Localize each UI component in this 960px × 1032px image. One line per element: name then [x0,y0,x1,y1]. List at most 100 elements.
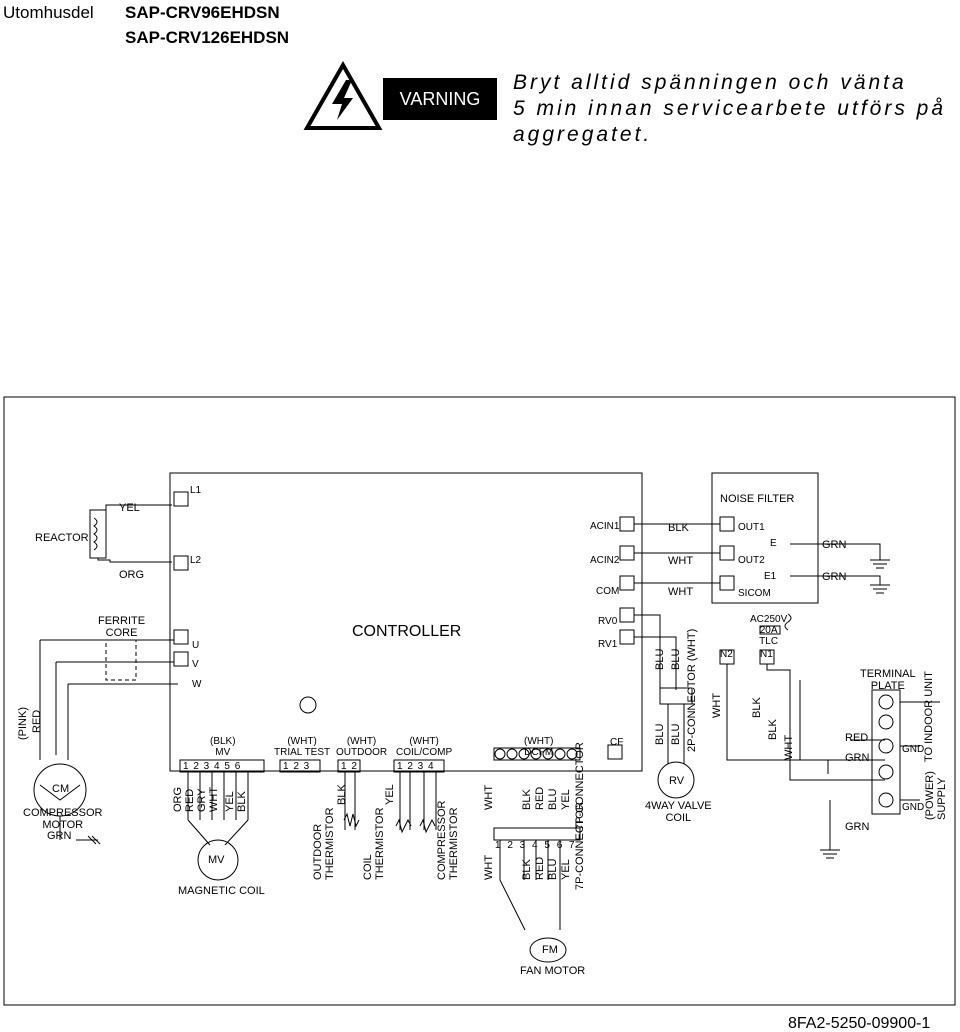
fuse [759,625,781,635]
blk-label-nf-2: BLK [767,719,779,740]
reactor-symbol [89,504,172,563]
coil-comp-connector [393,759,445,773]
gnd-label-1: GND [902,744,925,755]
document-number: 8FA2-5250-09900-1 [788,1015,931,1032]
power-supply-label: (POWER) SUPPLY [924,771,948,820]
mv-pins: 1 2 3 4 5 6 [183,761,242,772]
u-terminal [173,629,189,645]
yel-wire-label: YEL [119,502,140,514]
dcfm-connector [493,747,581,761]
rv1-label: RV1 [598,639,618,650]
outdoor-connector [337,759,361,773]
to-indoor-label: TO INDOOR UNIT [923,671,935,762]
terminal-plate-screws [878,694,894,808]
model-number-1: SAP-CRV96EHDSN [125,3,280,22]
fm-label: FM [542,944,558,956]
blk-label-nf: BLK [751,697,763,718]
com-label: COM [596,586,620,597]
comp-thermistor-label: COMPRESSOR THERMISTOR [436,800,460,880]
outdoor-thermistor-label: OUTDOOR THERMISTOR [312,807,336,880]
org-wire-label: ORG [119,569,145,581]
mv-connector-label: (BLK) MV [210,736,236,758]
acin1-label: ACIN1 [590,521,620,532]
mv-connector [179,759,265,773]
noise-filter-label: NOISE FILTER [720,493,795,505]
fan-wht-label-2: WHT [483,854,495,880]
2p-connector [659,687,693,705]
4way-valve-label: 4WAY VALVE COIL [645,800,712,824]
coilcomp-connector-label: (WHT) COIL/COMP [396,736,453,758]
fan-wire-red-1: RED [534,786,546,810]
out1-label: OUT1 [738,522,765,533]
warning-badge: VARNING [383,78,497,120]
unit-label: Utomhusdel [3,3,94,22]
v-label: V [192,659,199,670]
trial-pins: 1 2 3 [283,761,311,772]
coil-thermistor-label: COIL THERMISTOR [362,807,386,880]
fan-wire-blk-1: BLK [521,789,533,810]
cm-label: CM [52,783,70,795]
grn-tp-label: GRN [845,752,870,764]
fan-wire-red-2: RED [534,856,546,880]
fan-wire-blu-1: BLU [547,788,559,810]
terminal-plate [871,689,901,815]
l1-terminal [173,491,189,507]
pink-label: (PINK) [17,707,29,740]
ferrite-core-label: FERRITE CORE [98,615,146,639]
blu-label-1: BLU [654,648,666,670]
grn-nf-label-2: GRN [822,571,847,583]
n1-label: N1 [760,649,773,660]
fan-wire-yel-2: YEL [560,859,572,880]
l1-label: L1 [190,485,202,496]
blu-label-2: BLU [670,648,682,670]
wht-label-nf-2: WHT [783,734,795,760]
mv-wire-blk: BLK [236,791,248,812]
wht-wire-label-1: WHT [668,555,694,567]
reactor-label: REACTOR [35,532,89,544]
coil-yel-label: YEL [384,784,396,805]
sicom-label: SICOM [738,588,771,599]
v-terminal [173,651,189,667]
controller-right-terminals [619,516,735,645]
controller-box [169,472,643,772]
trial-test-label: (WHT) TRIAL TEST [274,736,331,758]
e-label: E [770,538,777,549]
w-label: W [192,679,202,690]
fuse-label: AC250V 20A TLC [750,614,788,647]
mv-wire-red: RED [184,788,196,812]
trial-test-switch [299,696,317,714]
4way-valve-coil [657,761,695,799]
mv-wire-gry: GRY [196,788,208,812]
diagram-frame [3,396,956,1006]
fan-motor-label: FAN MOTOR [520,965,586,977]
fan-wire-blk-2: BLK [521,859,533,880]
n2-label: N2 [720,649,733,660]
7p-pins: 1 2 3 4 5 6 7 [495,840,577,851]
red-label: RED [31,709,43,733]
warning-text: Bryt alltid spänningen och vänta 5 min i… [513,71,947,146]
cf-label: CF [610,737,624,748]
trial-test-connector [279,759,321,773]
red-tp-label: RED [845,732,869,744]
magnetic-coil-label: MAGNETIC COIL [178,885,265,897]
warning-triangle-icon [303,60,383,130]
outdoor-blk-label: BLK [336,784,348,805]
e1-label: E1 [764,571,777,582]
grn-nf-label-1: GRN [822,539,847,551]
fan-wht-label-1: WHT [483,784,495,810]
fan-wire-yel-1: YEL [560,789,572,810]
ferrite-core [105,639,137,681]
rv-label: RV [669,775,685,787]
2p-connector-label: 2P-CONNECTOR (WHT) [686,628,698,752]
l2-terminal [173,555,189,571]
grn-cm-label: GRN [47,830,72,842]
coilcomp-pins: 1 2 3 4 [397,761,435,772]
u-label: U [192,640,200,651]
cf-terminal [607,744,623,760]
compressor-motor-label: COMPRESSOR MOTOR [23,807,103,831]
mv-wire-org: ORG [172,786,184,812]
magnetic-coil-motor [197,839,239,881]
out2-label: OUT2 [738,555,765,566]
outdoor-connector-label: (WHT) OUTDOOR [336,736,388,758]
